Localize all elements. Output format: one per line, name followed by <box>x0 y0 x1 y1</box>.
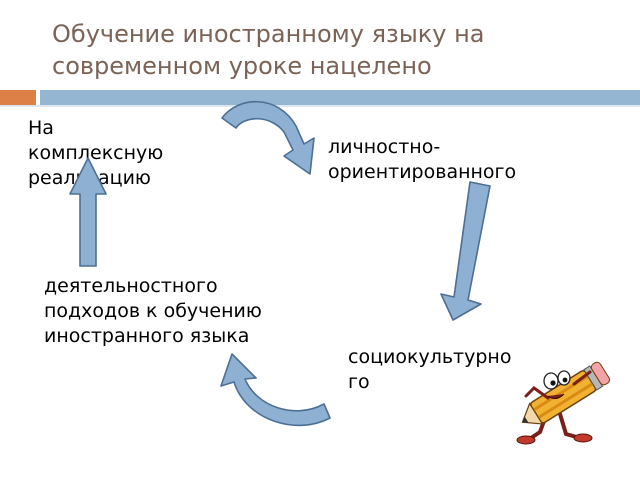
title-underline-thin <box>0 105 640 107</box>
pencil-character-icon <box>516 361 610 445</box>
title-underline-blue <box>40 90 640 105</box>
curved-arrow-bottom-icon <box>220 353 331 427</box>
text-line: социокультурно <box>348 346 512 368</box>
text-top-right: личностно- ориентированного <box>328 135 516 185</box>
text-line: комплексную <box>28 142 164 164</box>
text-line: иностранного языка <box>44 325 250 347</box>
text-line: ориентированного <box>328 161 517 183</box>
straight-arrow-down-icon <box>440 181 491 321</box>
text-bottom-left: деятельностного подходов к обучению инос… <box>44 274 262 349</box>
title-underline-orange <box>0 90 36 105</box>
text-line: На <box>28 117 54 139</box>
straight-arrow-up-icon <box>69 157 107 267</box>
curved-arrow-top-icon <box>221 100 315 175</box>
slide-title: Обучение иностранному языку на современн… <box>52 20 485 80</box>
text-line: подходов к обучению <box>44 300 262 322</box>
text-line: личностно- <box>328 136 441 158</box>
text-line: го <box>348 371 370 393</box>
text-line: деятельностного <box>44 275 218 297</box>
text-bottom-right: социокультурно го <box>348 345 511 395</box>
